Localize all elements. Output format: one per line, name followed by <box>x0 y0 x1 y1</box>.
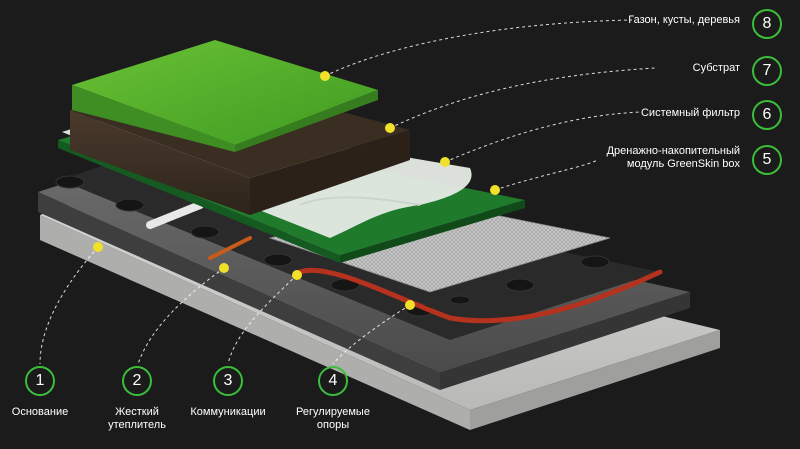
layer-6-number: 6 <box>752 100 782 130</box>
layer-7-number: 7 <box>752 56 782 86</box>
grass <box>72 40 378 152</box>
layer-5-label-line1: Дренажно-накопительный <box>606 145 740 157</box>
layer-1-label: Основание <box>11 406 69 418</box>
leader-lines <box>39 19 656 365</box>
layer-4-label-line2: опоры <box>316 419 350 431</box>
layer-7-label: Субстрат <box>692 62 740 74</box>
layer-1-number: 1 <box>25 366 55 396</box>
layer-2-label-line2: утеплитель <box>108 419 166 431</box>
layer-3-label: Коммуникации <box>190 406 266 418</box>
layer-4-number: 4 <box>318 366 348 396</box>
layer-3-number: 3 <box>213 366 243 396</box>
layer-4-label-line1: Регулируемые <box>296 406 370 418</box>
pipes <box>146 201 663 324</box>
callout-markers <box>93 71 500 310</box>
layer-5-number: 5 <box>752 145 782 175</box>
layer-8-label: Газон, кусты, деревья <box>628 14 740 26</box>
layer-5-label-line2: модуль GreenSkin box <box>626 158 740 170</box>
layer-6-label: Системный фильтр <box>640 107 740 119</box>
layer-2-label-line1: Жесткий <box>115 406 159 418</box>
layer-2-number: 2 <box>122 366 152 396</box>
layer-8-number: 8 <box>752 9 782 39</box>
